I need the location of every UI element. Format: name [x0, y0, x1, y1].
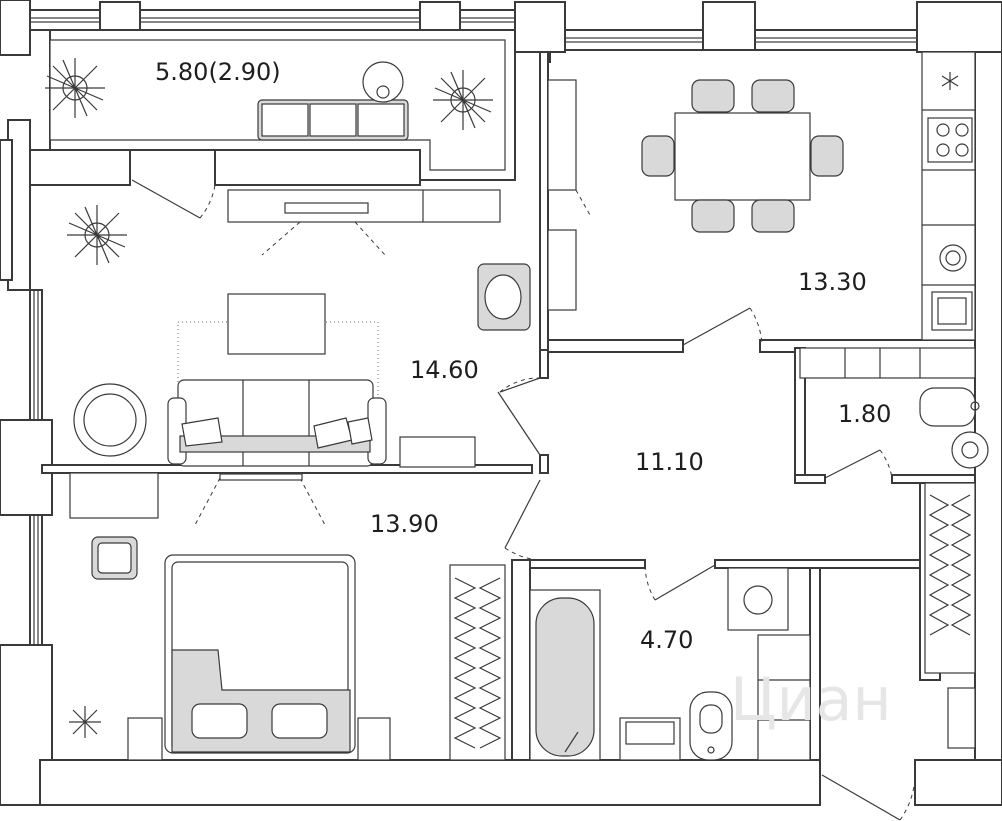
sink-icon — [619, 717, 681, 761]
lamp-icon — [362, 61, 404, 103]
plant-icon — [45, 58, 105, 118]
bathroom-area-label: 4.70 — [640, 626, 693, 654]
toilet-icon — [919, 387, 980, 427]
dining-table-icon — [641, 79, 844, 233]
shelving-unit — [757, 634, 811, 761]
interior-walls — [29, 51, 976, 761]
shoe-rack — [947, 687, 976, 749]
side-table — [399, 436, 476, 468]
door-icon — [504, 479, 541, 561]
nightstand — [127, 717, 391, 761]
wardrobe-icon — [924, 482, 976, 674]
stove-icon — [927, 117, 973, 163]
kitchen-area-label: 13.30 — [798, 268, 867, 296]
living-area-label: 14.60 — [410, 356, 479, 384]
plant-icon — [69, 706, 101, 738]
sofa-icon — [257, 99, 409, 141]
fridge-icon — [941, 72, 959, 90]
hall: 11.10 — [497, 377, 976, 821]
kitchen-cabinets — [547, 79, 591, 311]
kitchen: 13.30 — [547, 51, 976, 379]
plant-icon — [67, 205, 127, 265]
plant-icon — [433, 70, 493, 130]
toilet-icon — [689, 691, 733, 761]
toilet-area-label: 1.80 — [838, 400, 891, 428]
entrance-door-icon — [821, 774, 916, 821]
washing-machine-icon — [727, 567, 789, 631]
sink-icon — [951, 431, 989, 469]
bedside-window-bench — [69, 472, 326, 526]
balcony-area-label: 5.80(2.90) — [155, 58, 281, 86]
sofa-icon — [167, 379, 387, 467]
bathtub-icon — [529, 589, 601, 761]
bathroom: 4.70 — [529, 564, 811, 761]
pet-bed-icon — [477, 263, 531, 331]
bedroom: 13.90 — [69, 472, 506, 761]
ottoman-icon — [91, 536, 138, 580]
door-icon — [497, 377, 541, 456]
coffee-table — [227, 293, 326, 355]
bedroom-area-label: 13.90 — [370, 510, 439, 538]
tv-cabinet — [227, 189, 501, 256]
watermark-logo: Циан — [730, 665, 892, 735]
door-icon — [131, 179, 216, 219]
wardrobe-icon — [449, 564, 506, 761]
balcony: 5.80(2.90) — [30, 29, 516, 181]
toilet-room: 1.80 — [824, 387, 989, 479]
hall-area-label: 11.10 — [635, 448, 704, 476]
bed-icon — [164, 554, 356, 754]
entry-wardrobe — [799, 347, 976, 379]
sink-icon — [931, 291, 973, 331]
armchair-icon — [73, 383, 147, 457]
door-icon — [824, 449, 893, 479]
dishwasher-icon — [939, 244, 967, 272]
door-icon — [644, 564, 716, 601]
living-room: 14.60 — [67, 179, 531, 468]
door-icon — [682, 307, 763, 346]
